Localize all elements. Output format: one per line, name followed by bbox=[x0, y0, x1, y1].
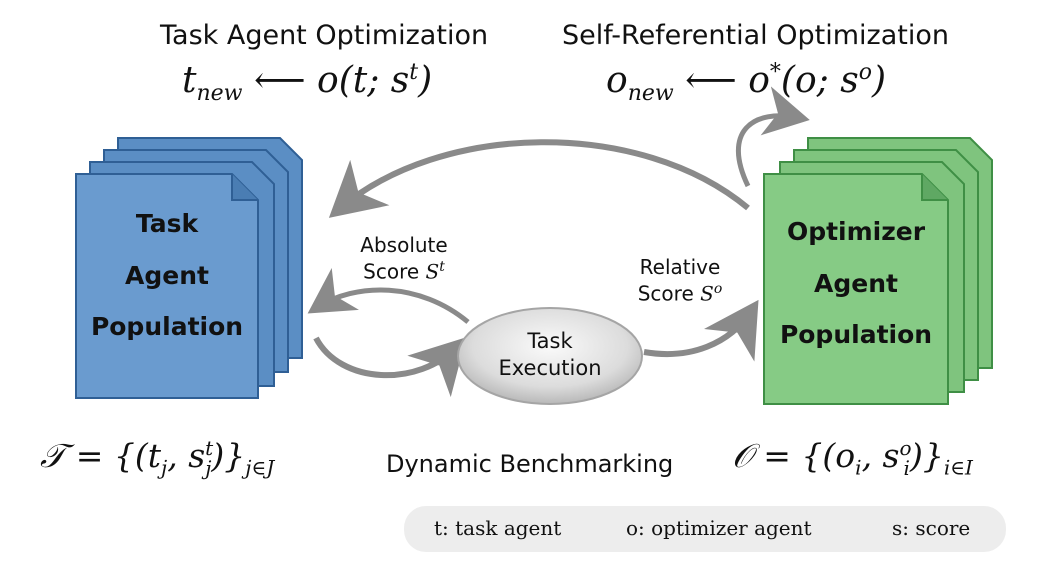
formula-star-sup: * bbox=[769, 60, 781, 85]
absolute-score-word: Score bbox=[363, 259, 420, 284]
task-population-label: Task Agent Population bbox=[76, 210, 258, 341]
relative-score-label: Relative Score So bbox=[622, 254, 738, 307]
legend-box: t: task agent o: optimizer agent s: scor… bbox=[404, 506, 1006, 552]
formula-arrow-2: ⟵ bbox=[685, 60, 737, 101]
arrow-execution-to-task-absolute-score bbox=[307, 267, 470, 324]
legend-optimizer-agent: o: optimizer agent bbox=[626, 516, 812, 540]
absolute-score-sup: t bbox=[439, 259, 445, 275]
formula-t-sup: t bbox=[409, 60, 419, 85]
arrow-self-loop bbox=[735, 86, 810, 188]
formula-t: t bbox=[182, 60, 197, 101]
optimizer-label-line3: Population bbox=[779, 320, 933, 349]
task-execution-line2: Execution bbox=[498, 356, 602, 381]
optimizer-set-comma: , s bbox=[861, 436, 900, 475]
optimizer-set-lhs: 𝒪 = {(o bbox=[732, 436, 856, 475]
task-optimization-title: Task Agent Optimization bbox=[160, 20, 489, 51]
optimizer-population-label: Optimizer Agent Population bbox=[764, 218, 948, 349]
optimizer-label-line1: Optimizer bbox=[786, 217, 926, 246]
task-label-line2: Agent bbox=[125, 260, 209, 290]
task-execution-line1: Task bbox=[527, 329, 573, 353]
self-update-formula: onew ⟵ o*(o; so) bbox=[606, 60, 886, 106]
task-population-stack bbox=[75, 137, 303, 399]
relative-score-symbol: S bbox=[700, 281, 714, 306]
arrow-execution-to-optimizer-relative-score bbox=[643, 299, 759, 362]
task-label-line3: Population bbox=[90, 312, 244, 341]
relative-score-line2: Score So bbox=[622, 280, 738, 307]
relative-score-line1: Relative bbox=[639, 255, 721, 279]
task-label-line1: Task bbox=[135, 209, 199, 238]
absolute-score-line1: Absolute bbox=[360, 233, 448, 257]
optimizer-set-index: i∈I bbox=[943, 455, 973, 480]
formula-new-sub: new bbox=[196, 81, 243, 107]
arrow-task-to-execution bbox=[313, 336, 467, 398]
relative-score-sup: o bbox=[713, 281, 723, 297]
legend-task-agent: t: task agent bbox=[434, 516, 562, 540]
formula-o-sup: o bbox=[858, 60, 872, 85]
task-execution-ellipse bbox=[457, 307, 643, 405]
formula-close-2: ) bbox=[871, 60, 886, 101]
arrow-optimizer-to-task bbox=[328, 139, 750, 218]
formula-new-sub-2: new bbox=[627, 81, 674, 107]
absolute-score-symbol: S bbox=[425, 259, 440, 284]
optimizer-label-line2: Agent bbox=[814, 268, 898, 298]
optimizer-doc-front bbox=[763, 173, 949, 405]
task-set-t-sup: t bbox=[205, 436, 214, 460]
formula-close: ) bbox=[418, 60, 433, 101]
formula-o-of-o: (o; s bbox=[780, 60, 859, 101]
task-set-index: j∈J bbox=[245, 455, 275, 480]
self-referential-optimization-title: Self-Referential Optimization bbox=[562, 20, 949, 51]
optimizer-set-i-sub-2: i bbox=[903, 455, 910, 480]
task-execution-label: Task Execution bbox=[476, 328, 624, 383]
optimizer-set-formula: 𝒪 = {(oi, soi)}i∈I bbox=[732, 436, 973, 480]
relative-score-word: Score bbox=[637, 281, 694, 306]
task-set-j-sub: j bbox=[161, 455, 168, 480]
absolute-score-label: Absolute Score St bbox=[348, 232, 460, 285]
task-set-close: )} bbox=[211, 436, 246, 475]
dynamic-benchmarking-label: Dynamic Benchmarking bbox=[386, 450, 674, 478]
optimizer-population-stack bbox=[763, 137, 993, 405]
formula-o-of-t: o(t; s bbox=[317, 60, 410, 101]
optimizer-set-o-sup: o bbox=[899, 436, 912, 460]
task-set-j-sub-2: j bbox=[205, 455, 212, 480]
task-set-lhs: 𝒯 = {(t bbox=[40, 436, 162, 475]
formula-arrow: ⟵ bbox=[253, 60, 306, 101]
task-set-comma: , s bbox=[167, 436, 206, 475]
absolute-score-line2: Score St bbox=[348, 258, 460, 285]
legend-score: s: score bbox=[892, 516, 971, 540]
formula-o: o bbox=[606, 60, 628, 101]
task-doc-front bbox=[75, 173, 259, 399]
optimizer-set-i-sub: i bbox=[855, 455, 862, 480]
formula-o-star: o bbox=[748, 60, 770, 101]
task-update-formula: tnew ⟵ o(t; st) bbox=[182, 60, 432, 106]
optimizer-set-close: )} bbox=[909, 436, 944, 475]
task-set-formula: 𝒯 = {(tj, stj)}j∈J bbox=[40, 436, 274, 480]
